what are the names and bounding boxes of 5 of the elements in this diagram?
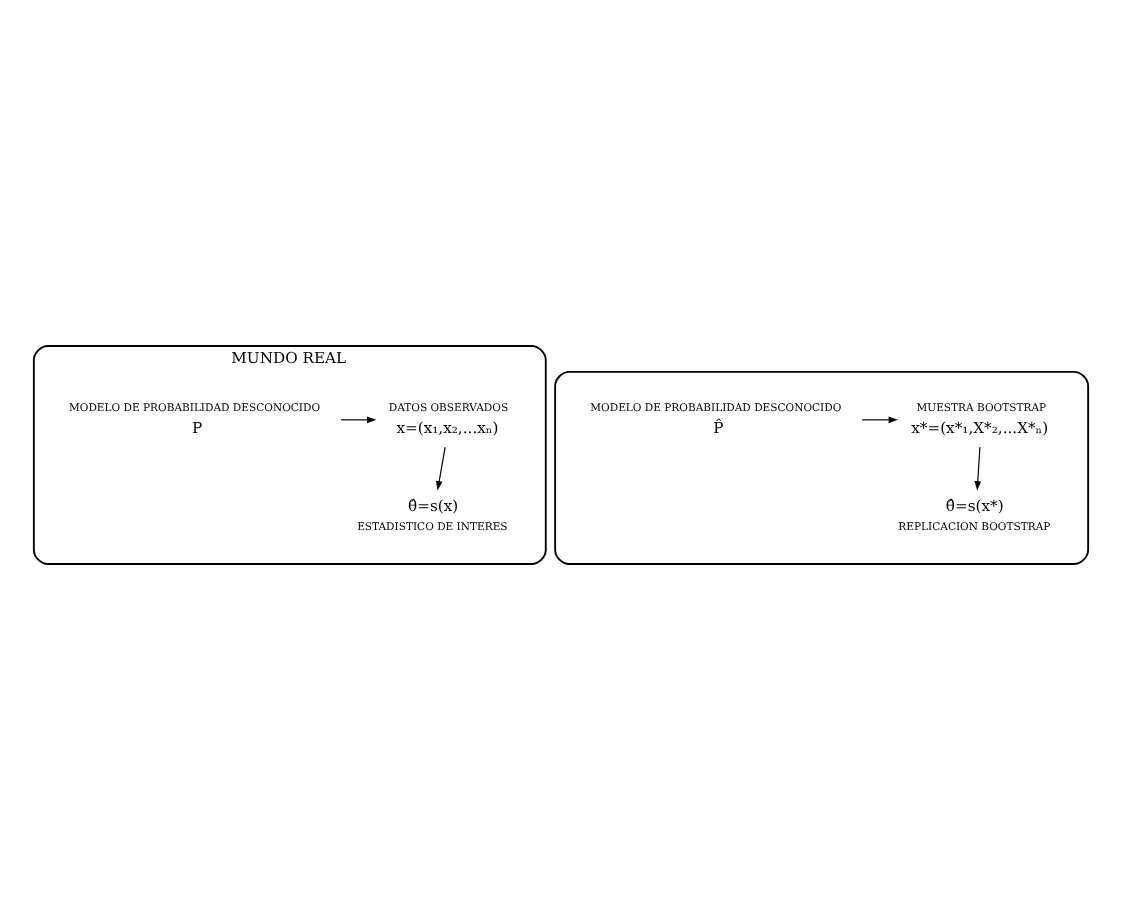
arrow [340, 415, 377, 423]
arrow [435, 445, 446, 490]
arrow [974, 445, 982, 490]
cluster [554, 369, 1090, 564]
arrow [861, 415, 898, 423]
